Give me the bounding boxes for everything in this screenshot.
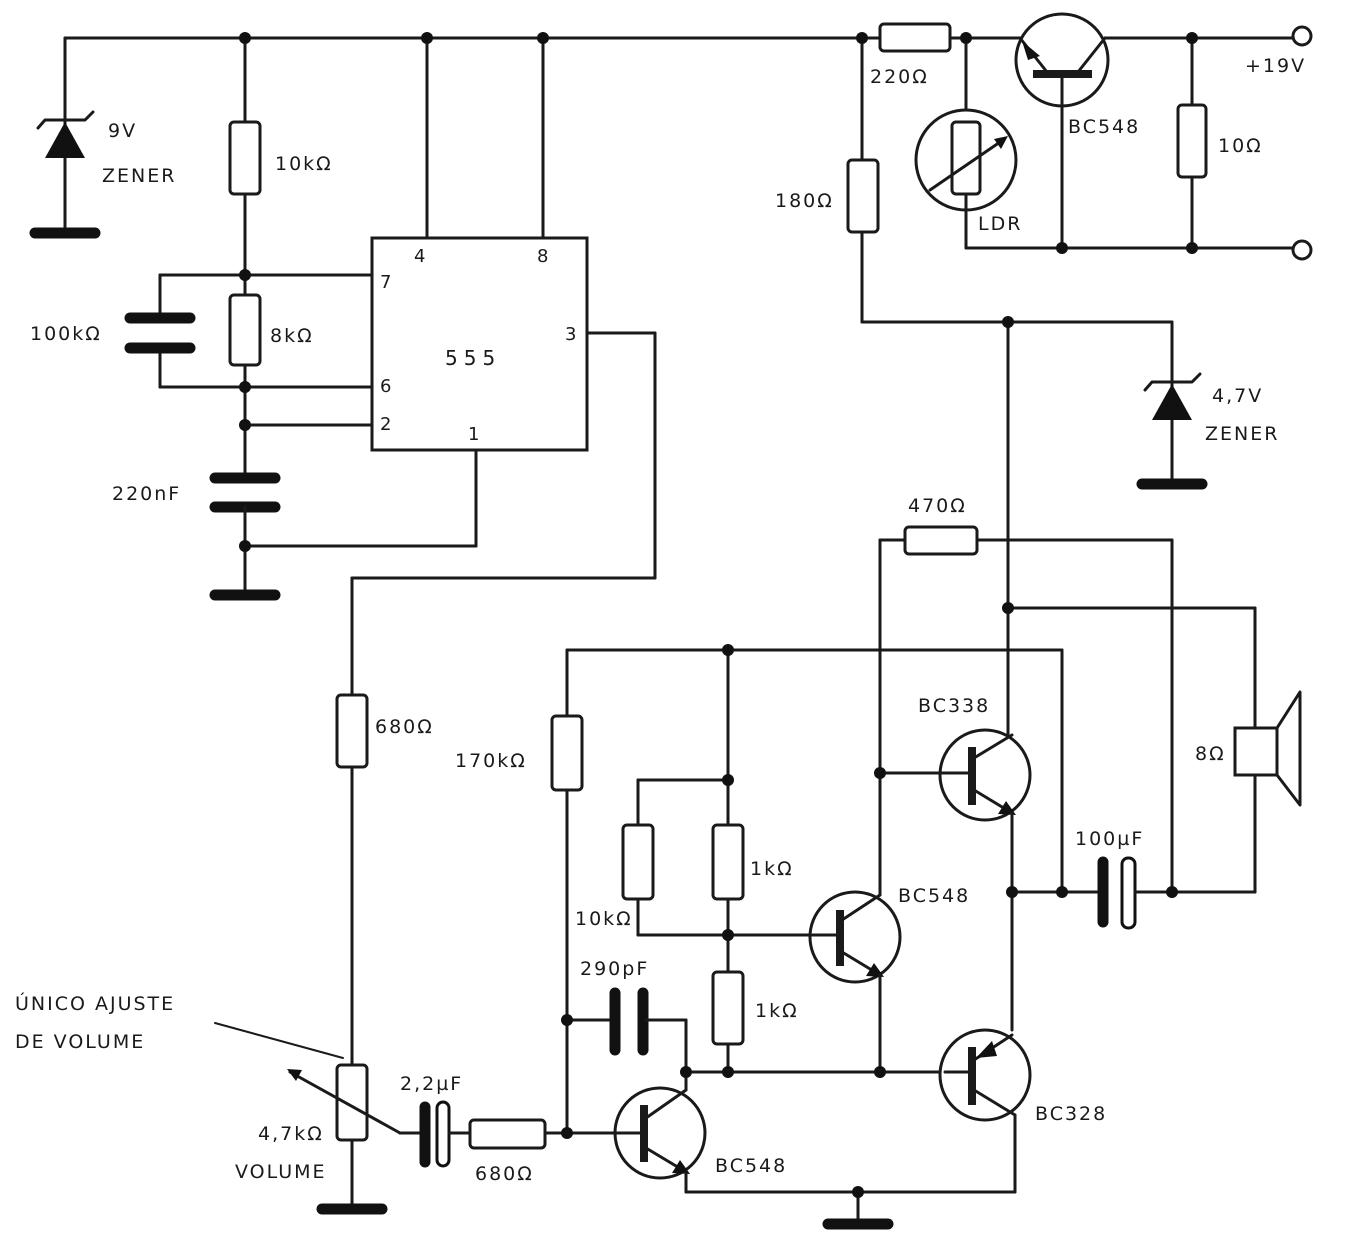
zener-4v7 bbox=[1136, 320, 1208, 490]
transistor-bc548-top-label: BC548 bbox=[1068, 116, 1140, 138]
capacitor-100k-label: 100kΩ bbox=[30, 323, 102, 345]
resistor-180-label: 180Ω bbox=[775, 190, 834, 212]
junction-dots bbox=[239, 32, 1198, 1198]
volume-note-line1: ÚNICO AJUSTE bbox=[15, 991, 175, 1015]
capacitor-100uf-label: 100µF bbox=[1075, 828, 1144, 850]
ic-pin-1: 1 bbox=[468, 424, 479, 445]
transistor-bc548-middle bbox=[808, 538, 902, 1074]
capacitor-290pf-label: 290pF bbox=[580, 958, 649, 980]
resistor-10ohm bbox=[1176, 36, 1208, 250]
transistor-bc548-bottom bbox=[608, 1070, 1017, 1230]
ic-pin-2: 2 bbox=[380, 414, 391, 435]
capacitor-220nf-label: 220nF bbox=[112, 483, 181, 505]
ic-pin-4: 4 bbox=[414, 246, 425, 267]
ic-555 bbox=[370, 36, 589, 452]
transistor-bc338-label: BC338 bbox=[918, 695, 990, 717]
transistor-bc328-label: BC328 bbox=[1035, 1103, 1107, 1125]
transistor-bc548-middle-label: BC548 bbox=[898, 885, 970, 907]
resistor-1k-a-label: 1kΩ bbox=[750, 858, 794, 880]
ic-pin-7: 7 bbox=[380, 272, 391, 293]
transistor-bc338 bbox=[878, 728, 1032, 1032]
zener-9v-text: ZENER bbox=[102, 165, 176, 187]
potentiometer-value: 4,7kΩ bbox=[258, 1123, 324, 1145]
speaker-label: 8Ω bbox=[1195, 743, 1226, 765]
ic-pin-8: 8 bbox=[537, 246, 548, 267]
zener-4v7-text: ZENER bbox=[1205, 423, 1279, 445]
bias-network bbox=[621, 648, 947, 1074]
zener-9v bbox=[29, 36, 101, 239]
capacitor-2u2 bbox=[398, 1100, 642, 1168]
resistor-680-bottom-label: 680Ω bbox=[475, 1163, 534, 1185]
resistor-10ohm-label: 10Ω bbox=[1218, 135, 1263, 157]
capacitor-2u2-label: 2,2µF bbox=[400, 1073, 463, 1095]
resistor-8k-label: 8kΩ bbox=[270, 325, 314, 347]
top-rail-wires bbox=[63, 25, 1313, 47]
resistor-680-top-label: 680Ω bbox=[375, 716, 434, 738]
ldr-label: LDR bbox=[978, 213, 1022, 235]
ic-pin-6: 6 bbox=[380, 376, 391, 397]
resistor-10k-b-label: 10kΩ bbox=[575, 908, 633, 930]
ic-555-label: 555 bbox=[445, 346, 501, 370]
supply-voltage-label: +19V bbox=[1245, 55, 1306, 77]
resistor-170k-label: 170kΩ bbox=[455, 750, 527, 772]
zener-9v-voltage: 9V bbox=[108, 120, 137, 142]
transistor-bc548-bottom-label: BC548 bbox=[715, 1155, 787, 1177]
resistor-220 bbox=[878, 22, 952, 53]
transistor-bc548-top bbox=[1014, 12, 1110, 250]
resistor-470-label: 470Ω bbox=[908, 495, 967, 517]
capacitor-290pf bbox=[565, 987, 688, 1074]
resistor-170k bbox=[550, 648, 1064, 1135]
capacitor-100uf bbox=[1010, 773, 1257, 930]
ic-pin-3: 3 bbox=[565, 324, 576, 345]
capacitor-220nf bbox=[209, 423, 478, 601]
potentiometer-label: VOLUME bbox=[235, 1161, 327, 1183]
zener-4v7-voltage: 4,7V bbox=[1212, 385, 1263, 407]
capacitor-100k bbox=[124, 273, 374, 389]
ldr bbox=[914, 36, 1313, 261]
resistor-220-label: 220Ω bbox=[870, 66, 929, 88]
transistor-bc328 bbox=[938, 1028, 1032, 1194]
output-supply bbox=[846, 36, 1257, 894]
ic-output-wire bbox=[335, 331, 657, 1067]
speaker-icon bbox=[1233, 690, 1302, 807]
volume-note-line2: DE VOLUME bbox=[15, 1031, 145, 1053]
resistor-10k bbox=[228, 36, 262, 297]
resistor-10k-label: 10kΩ bbox=[275, 153, 333, 175]
resistor-1k-b-label: 1kΩ bbox=[755, 1000, 799, 1022]
potentiometer-volume[interactable] bbox=[287, 1063, 402, 1215]
